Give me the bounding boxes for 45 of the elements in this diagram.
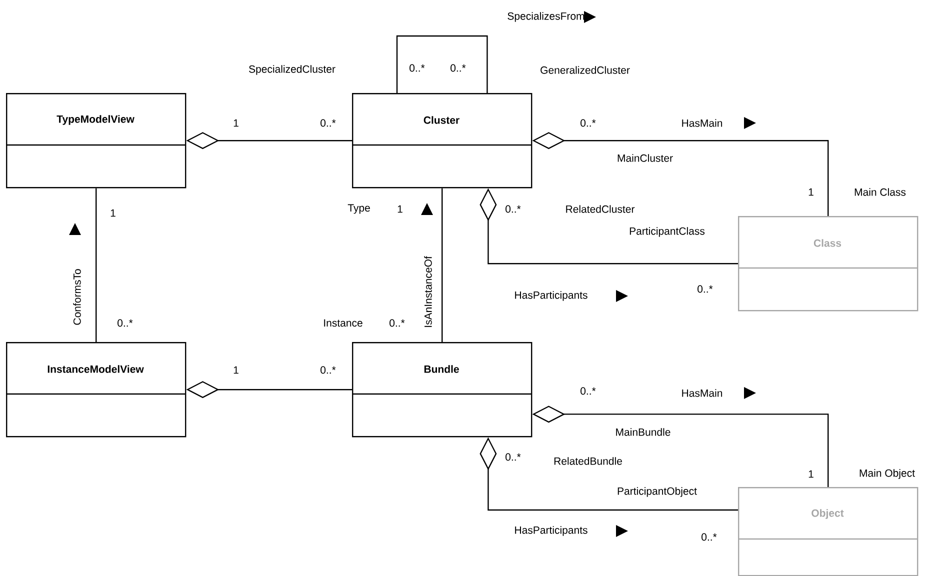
role-label: 1 [398, 205, 402, 213]
role-label: 1 [808, 188, 814, 196]
role-label: 1 [234, 119, 238, 127]
role-label: GeneralizedCluster [540, 66, 630, 74]
edge-label: SpecializesFrom [508, 12, 584, 22]
edge-label: HasParticipants [515, 526, 588, 536]
role-label: 0..* [450, 64, 466, 72]
edge-label: ConformsTo [73, 269, 81, 325]
role-label: 0..* [506, 453, 521, 461]
role-label: Type [348, 204, 370, 214]
class-box: InstanceModelView [6, 342, 186, 438]
role-label: SpecializedCluster [249, 65, 336, 75]
role-label: 0..* [580, 119, 596, 127]
association-line [396, 35, 488, 93]
role-label: MainCluster [618, 154, 673, 162]
edge-label: HasParticipants [515, 291, 588, 301]
role-label: 1 [110, 209, 116, 217]
class-box: TypeModelView [6, 93, 186, 188]
class-box: Bundle [352, 342, 532, 438]
role-label: Instance [324, 319, 362, 327]
role-label: 0..* [580, 387, 596, 395]
role-label: 0..* [390, 319, 405, 327]
role-label: 1 [808, 470, 814, 478]
role-label: RelatedCluster [566, 205, 635, 213]
role-label: MainBundle [616, 428, 670, 436]
role-label: 1 [234, 366, 238, 374]
role-label: 0..* [698, 285, 713, 293]
role-label: 0..* [410, 64, 425, 72]
class-box: Class [738, 216, 918, 312]
association-line [96, 188, 97, 342]
role-label: 0..* [320, 366, 336, 374]
role-label: RelatedBundle [554, 457, 622, 465]
association-line [442, 188, 443, 342]
edge-label: HasMain [682, 119, 722, 127]
role-label: ParticipantObject [618, 487, 697, 497]
edge-label: HasMain [682, 389, 722, 397]
role-label: ParticipantClass [630, 227, 705, 237]
role-label: 0..* [118, 319, 133, 327]
role-label: Main Class [854, 188, 906, 196]
class-box: Object [738, 487, 918, 576]
class-box: Cluster [352, 93, 532, 188]
role-label: 0..* [320, 119, 336, 127]
edge-label: IsAnInstanceOf [424, 256, 432, 327]
role-label: 0..* [506, 205, 521, 213]
role-label: 0..* [702, 533, 717, 541]
